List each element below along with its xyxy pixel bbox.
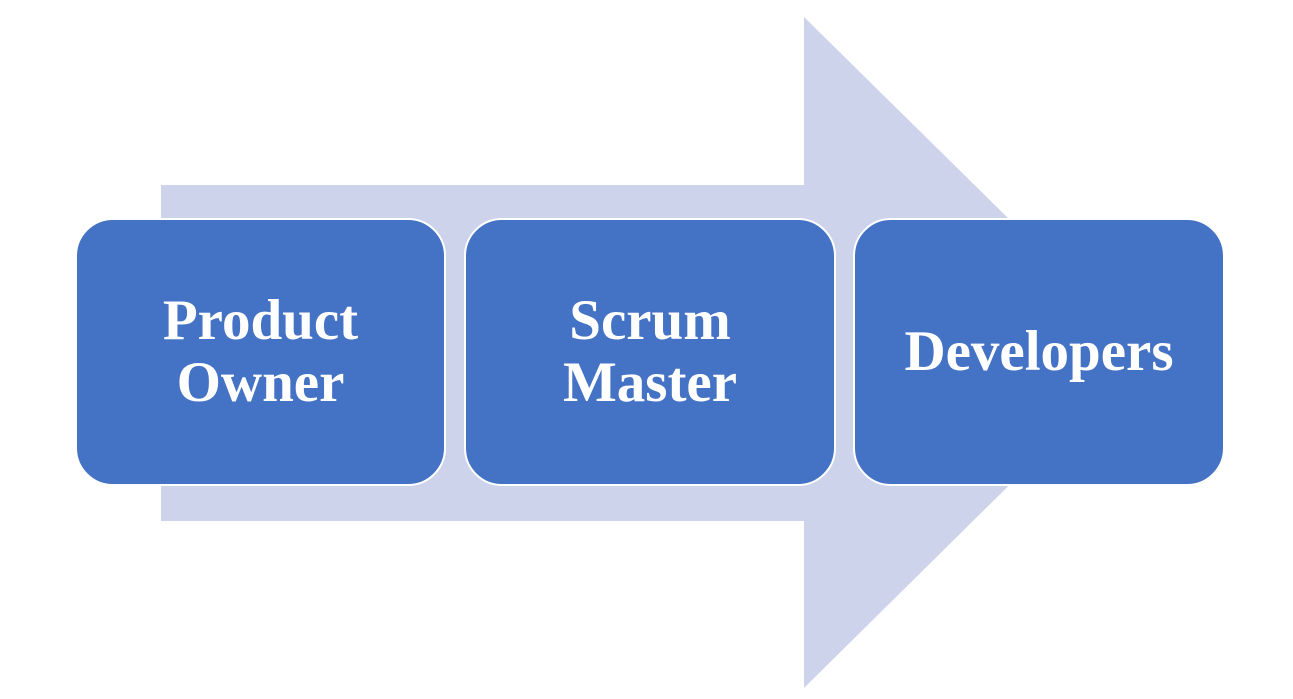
stage-label-scrum-master: Scrum Master <box>562 289 738 414</box>
stage-scrum-master: Scrum Master <box>464 218 836 486</box>
stage-product-owner: Product Owner <box>75 218 446 486</box>
stage-developers: Developers <box>853 218 1225 486</box>
stage-label-product-owner: Product Owner <box>162 289 359 414</box>
stage-label-developers: Developers <box>904 320 1174 383</box>
